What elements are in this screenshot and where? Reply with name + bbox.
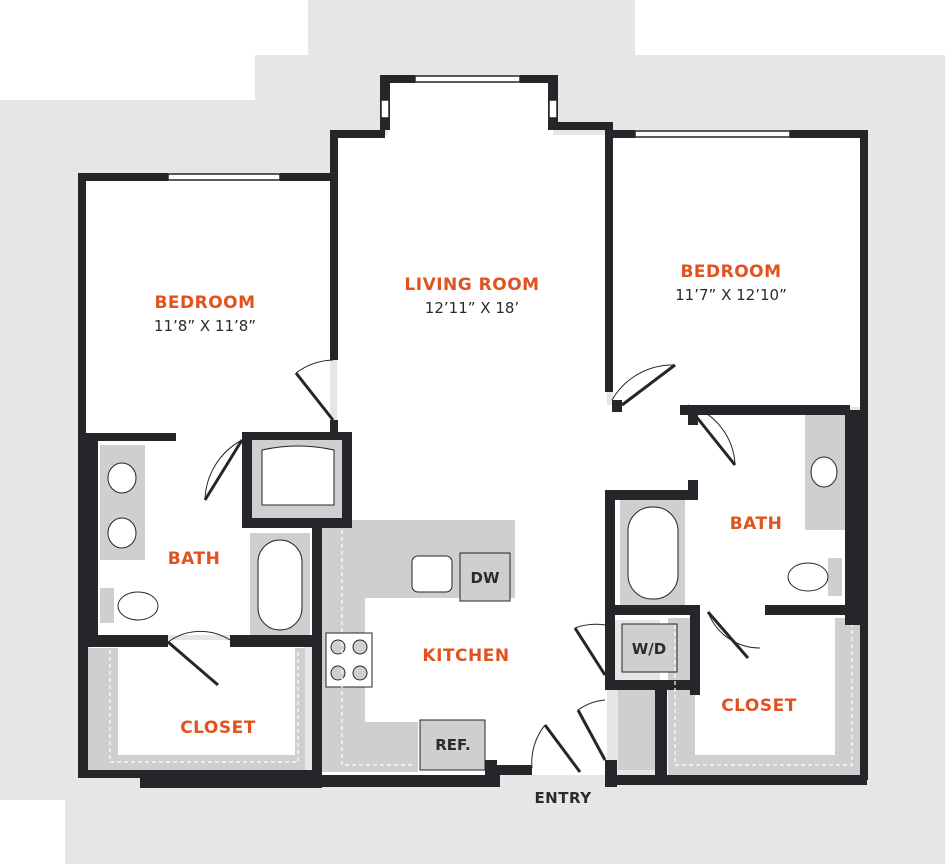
burner-2 xyxy=(352,639,368,655)
tub-right-inner xyxy=(627,506,679,600)
sink-right xyxy=(810,456,838,488)
walls xyxy=(78,75,868,788)
bath-right-name: BATH xyxy=(730,514,783,534)
closet-right-shelf xyxy=(668,618,860,775)
sink-left-1 xyxy=(107,462,137,494)
toilet-tank-left xyxy=(100,588,114,623)
shower-base xyxy=(261,445,335,506)
burner-1 xyxy=(330,639,346,655)
closet-left-name: CLOSET xyxy=(180,718,256,738)
sink-left-2 xyxy=(107,517,137,549)
washer-dryer-box xyxy=(621,623,678,673)
windows xyxy=(167,75,791,181)
bath-left-name: BATH xyxy=(168,549,221,569)
entry-label: ENTRY xyxy=(534,789,592,807)
tub-left-inner xyxy=(257,539,303,631)
bedroom-left-dims: 11’8” X 11’8” xyxy=(154,317,256,335)
bedroom-right-dims: 11’7” X 12’10” xyxy=(675,286,787,304)
washer-dryer-label: W/D xyxy=(632,640,666,658)
burner-3 xyxy=(330,665,346,681)
dashed-edges xyxy=(109,530,853,766)
coat-closet-shelf xyxy=(618,690,656,770)
refrigerator-label: REF. xyxy=(435,736,471,754)
doors xyxy=(167,359,761,773)
dishwasher-label: DW xyxy=(471,569,500,587)
closet-right-name: CLOSET xyxy=(721,696,797,716)
dishwasher-box xyxy=(459,552,511,602)
bedroom-right-name: BEDROOM xyxy=(680,262,781,282)
toilet-bowl-right xyxy=(787,562,829,592)
labels: BEDROOM 11’8” X 11’8” LIVING ROOM 12’11”… xyxy=(154,262,797,807)
burner-4 xyxy=(352,665,368,681)
kitchen-name: KITCHEN xyxy=(422,646,509,666)
living-room-dims: 12’11” X 18’ xyxy=(425,299,519,317)
living-room-name: LIVING ROOM xyxy=(404,275,539,295)
refrigerator-box xyxy=(419,719,486,771)
appliances xyxy=(419,552,678,771)
bedroom-left-name: BEDROOM xyxy=(154,293,255,313)
stove xyxy=(325,632,373,688)
kitchen-sink xyxy=(411,555,453,593)
toilet-bowl-left xyxy=(117,591,159,621)
toilet-tank-right xyxy=(828,558,842,596)
